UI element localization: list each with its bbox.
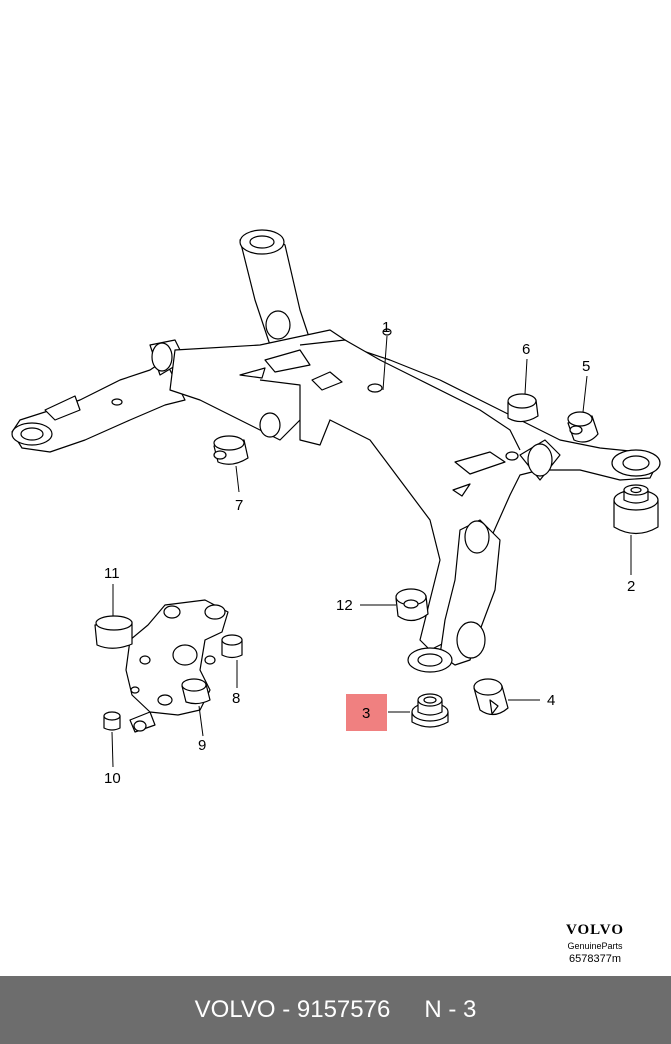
bushing-5-drawing [567, 411, 599, 443]
callout-11: 11 [104, 565, 120, 582]
footer-position: N - 3 [424, 996, 477, 1023]
bushing-8-drawing [221, 634, 243, 659]
bushing-10-drawing [103, 711, 121, 731]
callout-6: 6 [522, 341, 530, 358]
bushing-7-drawing [213, 435, 249, 465]
bushing-6-drawing [507, 393, 539, 423]
parts-diagram: 1 2 3 4 5 6 7 8 9 10 11 12 [11, 229, 661, 787]
brand-subtitle: GenuineParts [567, 941, 623, 951]
callout-2: 2 [627, 578, 635, 595]
bushing-11-drawing [94, 615, 133, 649]
bushing-12-drawing [395, 588, 429, 622]
callout-3-highlight [346, 694, 387, 731]
leader-lines [111, 335, 632, 768]
callout-1: 1 [382, 319, 390, 336]
bushing-3-drawing [411, 693, 449, 728]
brand-code: 6578377m [569, 953, 621, 965]
callout-12: 12 [336, 597, 353, 614]
subframe-drawing [11, 229, 661, 673]
callout-3: 3 [362, 705, 370, 722]
callout-10: 10 [104, 770, 121, 787]
callout-4: 4 [547, 692, 555, 709]
callout-8: 8 [232, 690, 240, 707]
knuckle-drawing [125, 599, 229, 733]
footer-bar: VOLVO - 9157576 N - 3 [0, 976, 671, 1044]
callout-9: 9 [198, 737, 206, 754]
callout-7: 7 [235, 497, 243, 514]
bushing-4-drawing [473, 678, 509, 716]
bushing-2-drawing [613, 484, 659, 535]
brand-name: VOLVO [565, 922, 625, 938]
callout-5: 5 [582, 358, 590, 375]
bushing-9-drawing [181, 678, 211, 705]
footer-part-ref: VOLVO - 9157576 [194, 996, 391, 1023]
brand-block: VOLVO GenuineParts 6578377m [540, 922, 650, 965]
